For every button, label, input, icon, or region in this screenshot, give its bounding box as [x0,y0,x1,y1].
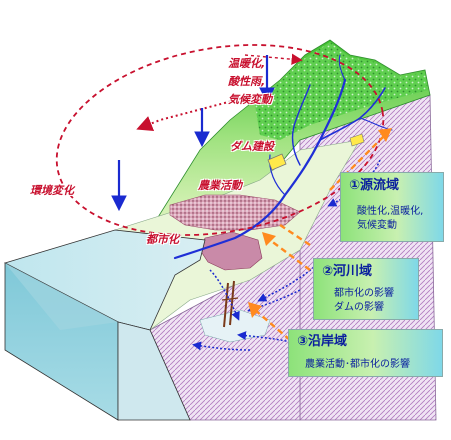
agriculture-fields [169,194,301,231]
label-agriculture: 農業活動 [198,179,242,192]
zone-line-river-1: 都市化の影響 [334,288,394,299]
cycle-ellipse [55,44,385,236]
sea-side [117,321,191,421]
label-urbanization: 都市化 [146,233,179,246]
dam-structure [267,153,287,171]
zone-title-river: ②河川域 [322,264,373,279]
dam-structure-2 [349,133,365,147]
sea-front-inner [5,263,118,330]
zone-title-headwater: ①源流域 [349,178,400,193]
zone-box-headwater: ①源流域 酸性化,温暖化, 気候変動 [340,172,444,242]
label-environment-change: 環境変化 [30,184,74,197]
zone-line-river-2: ダムの影響 [334,302,384,313]
label-acid-rain: 酸性雨, [228,75,266,88]
zone-line-headwater-1: 酸性化,温暖化, [357,206,424,217]
zone-title-coastal: ③沿岸域 [297,334,348,349]
label-warming: 温暖化, [228,57,266,70]
zone-line-coastal-1: 農業活動･都市化の影響 [305,359,410,370]
label-climate-change: 気候変動 [228,93,272,106]
zone-line-headwater-2: 気候変動 [357,220,397,231]
zone-box-coastal: ③沿岸域 農業活動･都市化の影響 [288,329,443,377]
coastal-shallows [199,309,271,343]
river-network [173,54,393,260]
zone-pointer-arrows [254,134,386,341]
zone-pointer-heads [248,128,392,318]
zone-box-river: ②河川域 都市化の影響 ダムの影響 [313,258,419,320]
deposition-arrows [111,55,275,212]
label-dam-construction: ダム建設 [230,140,274,153]
pier [221,280,239,328]
